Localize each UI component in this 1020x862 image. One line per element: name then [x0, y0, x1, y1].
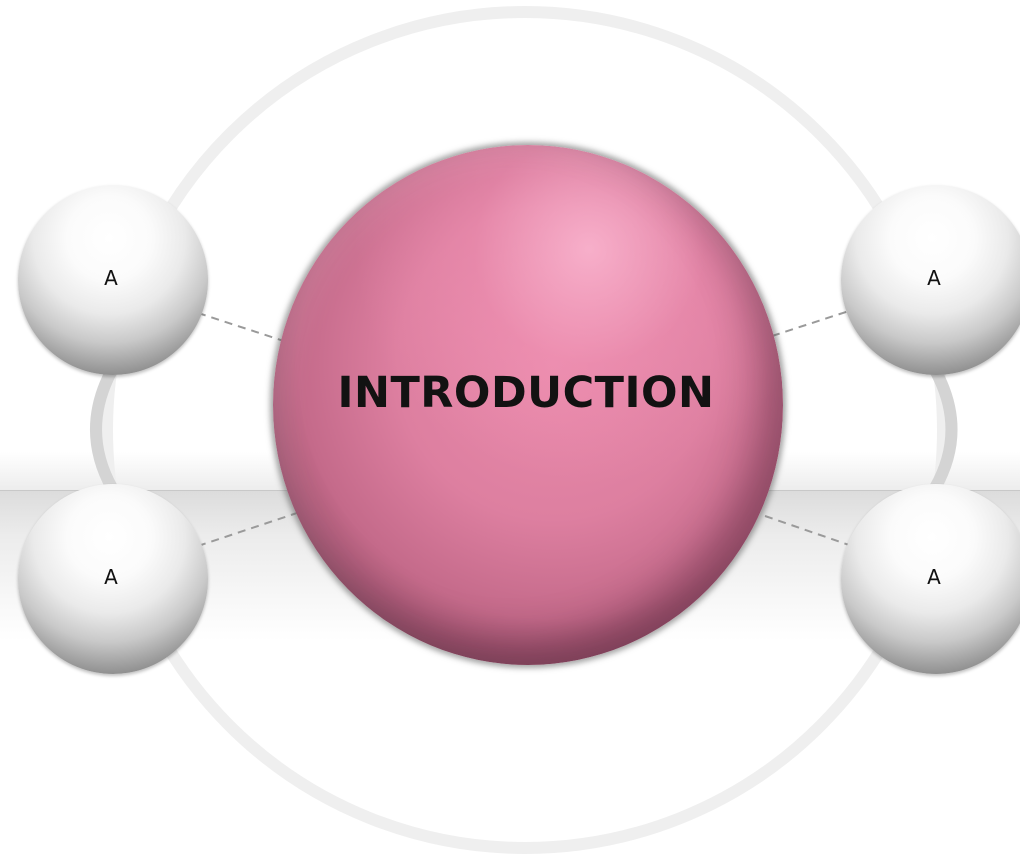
node-top-left-label: A — [104, 266, 118, 290]
node-bottom-right-label: A — [927, 565, 941, 589]
node-top-left: A — [18, 185, 208, 375]
node-top-right: A — [841, 185, 1020, 375]
right-ring-arc — [929, 367, 958, 491]
node-bottom-left: A — [18, 484, 208, 674]
left-ring-arc — [90, 367, 118, 491]
center-label: INTRODUCTION — [337, 368, 715, 418]
outer-ring — [101, 6, 949, 854]
node-bottom-right: A — [841, 484, 1020, 674]
connector-top-left — [197, 312, 291, 344]
connector-top-right — [771, 309, 853, 337]
connector-bottom-right — [764, 515, 853, 547]
center-sphere: INTRODUCTION — [273, 145, 783, 665]
node-bottom-left-label: A — [104, 565, 118, 589]
node-top-right-label: A — [927, 266, 941, 290]
connector-bottom-left — [197, 511, 301, 547]
